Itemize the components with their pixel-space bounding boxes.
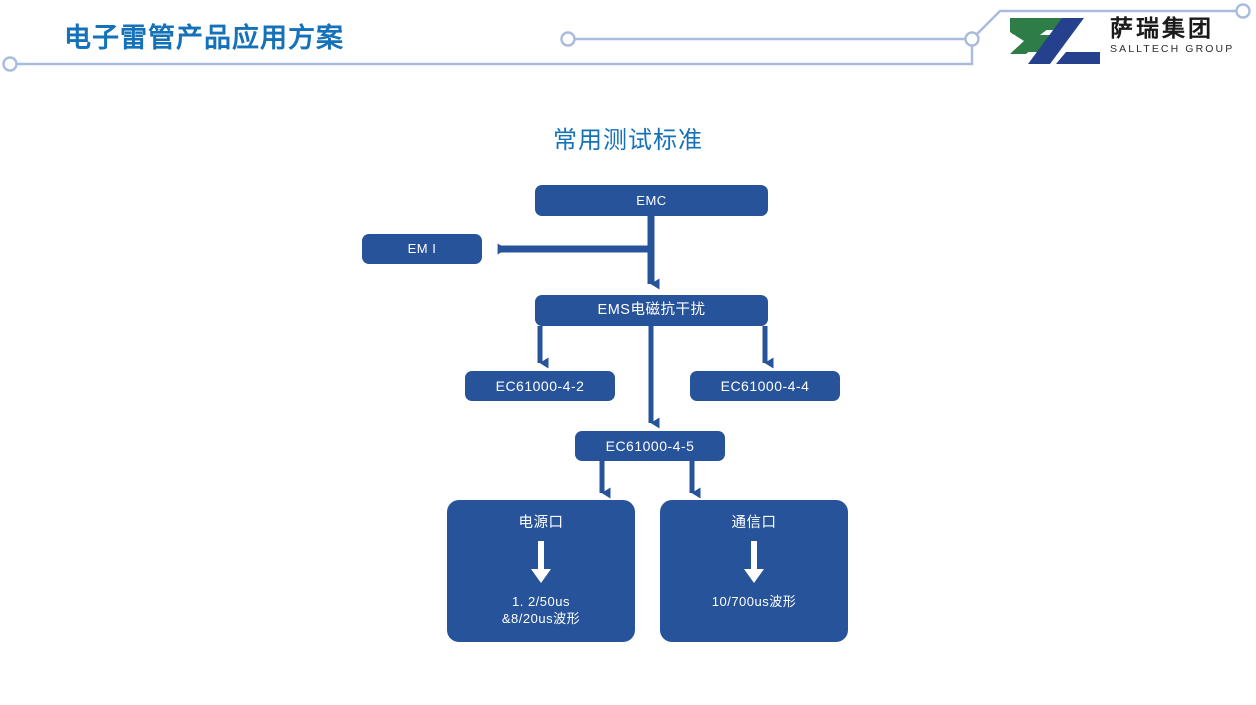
deco-circle-left <box>2 56 18 72</box>
company-logo: 萨瑞集团 SALLTECH GROUP <box>1010 14 1250 70</box>
node-power-port-line1: 1. 2/50us <box>512 593 570 609</box>
node-emi-label: EM I <box>407 241 437 257</box>
node-power-port[interactable]: 电源口 1. 2/50us &8/20us波形 <box>447 500 635 642</box>
node-ec61000-4-5[interactable]: EC61000-4-5 <box>575 431 725 461</box>
logo-mark-icon <box>1010 18 1100 64</box>
node-emc[interactable]: EMC <box>535 185 768 216</box>
section-title: 常用测试标准 <box>553 127 703 154</box>
node-comm-port[interactable]: 通信口 10/700us波形 <box>660 500 848 642</box>
page-title: 电子雷管产品应用方案 <box>64 23 344 53</box>
node-ec61000-4-2[interactable]: EC61000-4-2 <box>465 371 615 401</box>
node-emc-label: EMC <box>636 192 667 208</box>
node-ec61000-4-4-label: EC61000-4-4 <box>720 377 810 394</box>
node-ems-label: EMS电磁抗干扰 <box>597 301 706 318</box>
node-emi[interactable]: EM I <box>362 234 482 264</box>
node-ec61000-4-2-label: EC61000-4-2 <box>495 377 585 394</box>
node-power-port-title: 电源口 <box>518 515 564 531</box>
comm-port-down-arrow-icon <box>744 540 764 583</box>
power-port-down-arrow-icon <box>531 540 551 583</box>
header-decoration <box>2 3 1251 72</box>
node-ec61000-4-4[interactable]: EC61000-4-4 <box>690 371 840 401</box>
node-ec61000-4-5-label: EC61000-4-5 <box>605 437 695 454</box>
node-comm-port-title: 通信口 <box>731 515 777 531</box>
node-comm-port-line1: 10/700us波形 <box>711 593 797 609</box>
logo-text: 萨瑞集团 SALLTECH GROUP <box>1110 16 1250 66</box>
logo-name-cn: 萨瑞集团 <box>1110 16 1214 42</box>
logo-name-en: SALLTECH GROUP <box>1110 43 1235 55</box>
node-ems[interactable]: EMS电磁抗干扰 <box>535 295 768 326</box>
deco-circle-junction <box>964 31 980 47</box>
deco-circle-mid <box>560 31 576 47</box>
node-power-port-line2: &8/20us波形 <box>501 610 581 626</box>
deco-circle-right <box>1235 3 1251 19</box>
